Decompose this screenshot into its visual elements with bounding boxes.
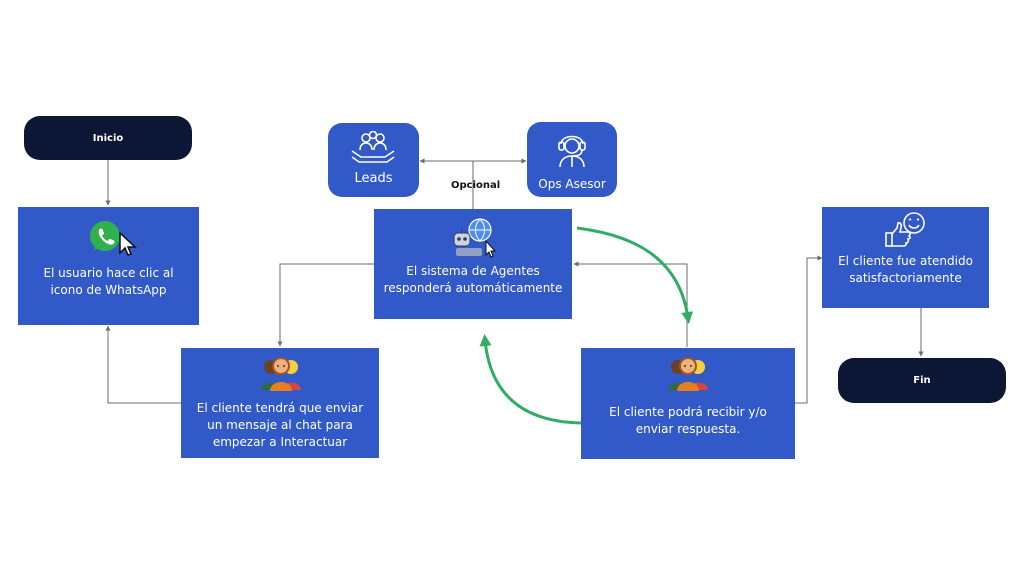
end-label: Fin (913, 375, 931, 386)
robot-globe-icon (453, 218, 497, 258)
people-group-icon (261, 357, 301, 391)
whatsapp-click-node: El usuario hace clic al icono de WhatsAp… (18, 207, 199, 325)
end-node: Fin (838, 358, 1006, 403)
leads-label: Leads (354, 171, 393, 186)
whatsapp-click-text: El usuario hace clic al icono de WhatsAp… (43, 266, 174, 297)
optional-label: Opcional (451, 180, 501, 191)
hands-people-icon (351, 131, 395, 163)
start-node: Inicio (24, 116, 192, 160)
client-send-node: El cliente tendrá que enviar un mensaje … (181, 348, 379, 458)
client-response-text: El cliente podrá recibir y/o enviar resp… (609, 405, 767, 436)
client-send-text: El cliente tendrá que enviar un mensaje … (196, 401, 364, 449)
agents-system-text: El sistema de Agentes responderá automát… (383, 264, 563, 295)
connector-response-to-satisfied (795, 255, 823, 404)
satisfied-text: El cliente fue atendido satisfactoriamen… (838, 254, 973, 285)
loop-arrow-response-to-agents (479, 334, 583, 425)
loop-arrow-agents-to-response (576, 226, 694, 324)
connector-agents-to-client-send (277, 263, 374, 347)
agents-system-node: El sistema de Agentes responderá automát… (374, 209, 572, 319)
client-response-node: El cliente podrá recibir y/o enviar resp… (581, 348, 795, 459)
ops-asesor-node: Ops Asesor (527, 122, 617, 197)
headset-agent-icon (558, 135, 586, 168)
whatsapp-icon (90, 221, 137, 256)
satisfied-node: El cliente fue atendido satisfactoriamen… (822, 207, 989, 308)
ops-asesor-label: Ops Asesor (538, 177, 606, 191)
connector-client-send-to-whatsapp (105, 325, 181, 404)
start-label: Inicio (92, 132, 124, 144)
thumbs-up-smile-icon (885, 212, 925, 247)
leads-node: Leads (328, 123, 419, 197)
connector-response-to-agents (573, 261, 688, 347)
people-group-icon (668, 357, 708, 391)
